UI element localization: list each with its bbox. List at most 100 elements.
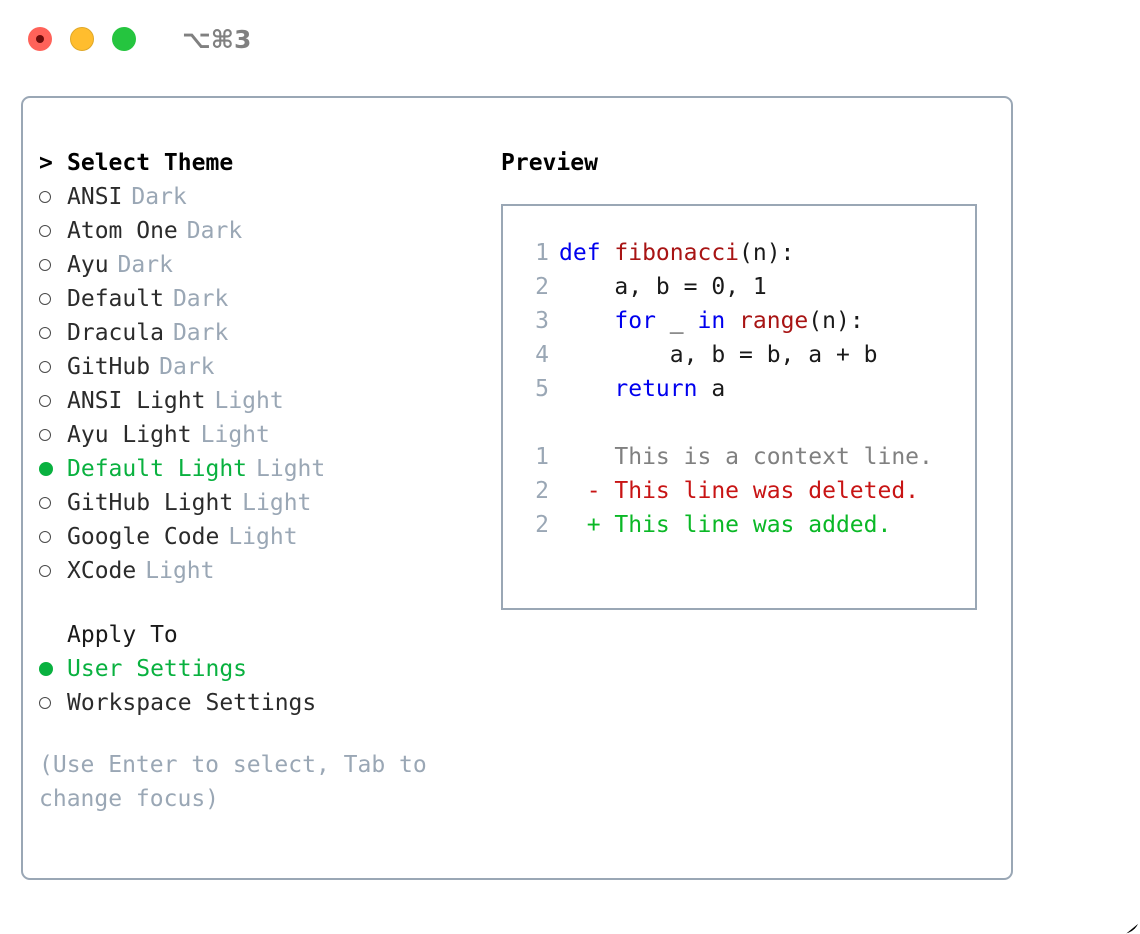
diff-line: 1 This is a context line. [503, 444, 975, 478]
theme-option-label: GitHub Light [67, 490, 234, 516]
radio-unselected-icon [39, 327, 67, 339]
diff-marker: + [559, 512, 615, 538]
theme-option-default-light[interactable]: Default Light Light [39, 452, 499, 486]
code-line-text: a, b = 0, 1 [559, 274, 767, 300]
caret-icon: > [39, 150, 53, 176]
radio-unselected-icon [39, 497, 67, 509]
diff-line: 2 + This line was added. [503, 512, 975, 546]
code-token-plain: a, b = b, a + b [559, 342, 878, 368]
radio-unselected-icon [39, 293, 67, 305]
theme-option-label: Default [67, 286, 164, 312]
apply-to-option-user-settings[interactable]: User Settings [39, 652, 499, 686]
code-token-plain [559, 308, 614, 334]
theme-option-variant-tag: Dark [159, 354, 215, 380]
theme-option-variant-tag: Dark [186, 218, 243, 244]
radio-unselected-icon [39, 361, 67, 373]
theme-option-label: Dracula [67, 320, 164, 346]
apply-to-header: Apply To [67, 622, 178, 648]
theme-option-google-code[interactable]: Google Code Light [39, 520, 499, 554]
code-line: 4 a, b = b, a + b [503, 342, 975, 376]
theme-option-xcode[interactable]: XCode Light [39, 554, 499, 588]
title-bar: ⌥⌘3 [0, 0, 1140, 78]
apply-to-option-label: Workspace Settings [67, 690, 317, 716]
diff-line-number: 2 [535, 512, 549, 538]
code-line-text: return a [559, 376, 725, 402]
code-token-kw: def [559, 240, 615, 266]
diff-marker [559, 444, 614, 470]
code-token-plain [559, 376, 614, 402]
theme-option-variant-tag: Light [200, 422, 270, 448]
apply-to-option-label: User Settings [67, 656, 248, 682]
theme-option-variant-tag: Light [242, 490, 312, 516]
theme-option-variant-tag: Dark [172, 286, 229, 312]
code-line-text: for _ in range(n): [559, 308, 864, 334]
radio-unselected-icon [39, 191, 67, 203]
section-spacer [39, 588, 499, 618]
radio-selected-icon [39, 662, 67, 676]
theme-option-variant-tag: Light [145, 558, 215, 584]
theme-option-variant-tag: Light [256, 456, 326, 482]
theme-option-ansi-light[interactable]: ANSI Light Light [39, 384, 499, 418]
diff-line-number: 2 [535, 478, 549, 504]
theme-option-ayu[interactable]: Ayu Dark [39, 248, 499, 282]
theme-option-default[interactable]: Default Dark [39, 282, 499, 316]
theme-option-variant-tag: Light [214, 388, 284, 414]
code-line: 5 return a [503, 376, 975, 410]
select-theme-header: > Select Theme [39, 146, 499, 180]
theme-option-label: Atom One [67, 218, 178, 244]
window-controls [28, 27, 136, 51]
keyboard-shortcut-label: ⌥⌘3 [182, 24, 252, 54]
theme-option-label: XCode [67, 558, 137, 584]
code-token-plain: (n): [739, 240, 795, 266]
code-line-text: a, b = b, a + b [559, 342, 878, 368]
radio-unselected-icon [39, 531, 67, 543]
code-line: 3 for _ in range(n): [503, 308, 975, 342]
radio-unselected-icon [39, 225, 67, 237]
theme-option-github-light[interactable]: GitHub Light Light [39, 486, 499, 520]
diff-line-number: 1 [535, 444, 549, 470]
code-token-fn: fibonacci [614, 240, 740, 266]
theme-option-variant-tag: Dark [117, 252, 173, 278]
code-line-number: 5 [535, 376, 549, 402]
code-line-number: 3 [535, 308, 549, 334]
code-token-plain [725, 308, 739, 334]
minimize-button[interactable] [70, 27, 94, 51]
radio-unselected-icon [39, 565, 67, 577]
theme-option-variant-tag: Light [228, 524, 298, 550]
code-token-kw: return [614, 376, 698, 402]
diff-sample: 1 This is a context line.2 - This line w… [503, 444, 975, 546]
code-token-plain: (n): [808, 308, 864, 334]
code-diff-separator [503, 410, 975, 444]
radio-unselected-icon [39, 697, 67, 709]
diff-line-text: This line was deleted. [614, 478, 920, 504]
theme-option-label: Default Light [67, 456, 248, 482]
code-token-kw: for [614, 308, 656, 334]
theme-option-label: ANSI Light [67, 388, 206, 414]
diff-line: 2 - This line was deleted. [503, 478, 975, 512]
theme-option-label: Ayu [67, 252, 109, 278]
code-token-plain: a, b = 0, 1 [559, 274, 767, 300]
page-corner-accent [1125, 922, 1140, 934]
code-line-text: def fibonacci(n): [559, 240, 794, 266]
close-button[interactable] [28, 27, 52, 51]
apply-to-option-workspace-settings[interactable]: Workspace Settings [39, 686, 499, 720]
diff-line-text: This is a context line. [614, 444, 933, 470]
theme-option-atom-one[interactable]: Atom One Dark [39, 214, 499, 248]
maximize-button[interactable] [112, 27, 136, 51]
code-line-number: 2 [535, 274, 549, 300]
code-token-kw: in [697, 308, 726, 334]
theme-option-label: Google Code [67, 524, 220, 550]
radio-selected-icon [39, 462, 67, 476]
radio-unselected-icon [39, 259, 67, 271]
